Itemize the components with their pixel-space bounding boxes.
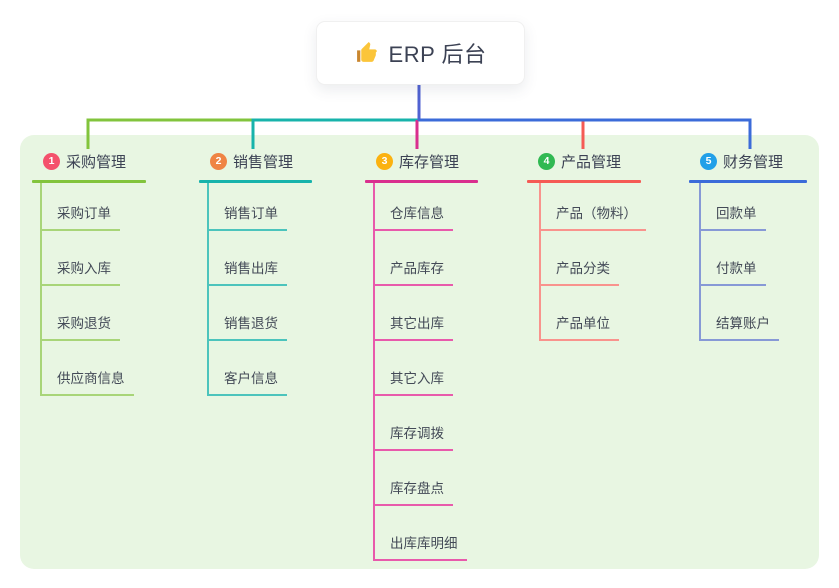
branch-number-badge: 1 bbox=[43, 152, 60, 170]
branch-number-badge: 5 bbox=[700, 152, 717, 170]
branch-label: 采购管理 bbox=[66, 153, 127, 171]
branch-node-4[interactable]: 4 产品管理 bbox=[538, 150, 621, 172]
branch-child-spine bbox=[373, 183, 375, 560]
branch-underline bbox=[199, 180, 312, 183]
branches-panel bbox=[20, 135, 819, 569]
root-title: ERP 后台 bbox=[388, 42, 487, 67]
branch-node-3[interactable]: 3 库存管理 bbox=[376, 150, 459, 172]
child-node[interactable]: 产品库存 bbox=[373, 257, 453, 286]
child-node[interactable]: 销售订单 bbox=[207, 202, 287, 231]
branch-node-1[interactable]: 1 采购管理 bbox=[43, 150, 126, 172]
branch-underline bbox=[527, 180, 641, 183]
child-node[interactable]: 销售出库 bbox=[207, 257, 287, 286]
child-node[interactable]: 采购退货 bbox=[40, 312, 120, 341]
branch-node-5[interactable]: 5 财务管理 bbox=[700, 150, 783, 172]
child-node[interactable]: 其它入库 bbox=[373, 367, 453, 396]
branch-child-spine bbox=[207, 183, 209, 395]
branch-child-spine bbox=[539, 183, 541, 340]
child-node[interactable]: 供应商信息 bbox=[40, 367, 134, 396]
child-node[interactable]: 付款单 bbox=[699, 257, 766, 286]
branch-label: 库存管理 bbox=[399, 153, 460, 171]
branch-underline bbox=[689, 180, 807, 183]
child-node[interactable]: 客户信息 bbox=[207, 367, 287, 396]
child-node[interactable]: 库存盘点 bbox=[373, 477, 453, 506]
child-node[interactable]: 产品分类 bbox=[539, 257, 619, 286]
child-node[interactable]: 库存调拨 bbox=[373, 422, 453, 451]
child-node[interactable]: 采购订单 bbox=[40, 202, 120, 231]
branch-underline bbox=[365, 180, 478, 183]
branch-underline bbox=[32, 180, 146, 183]
branch-node-2[interactable]: 2 销售管理 bbox=[210, 150, 293, 172]
root-node[interactable]: ERP 后台 bbox=[316, 21, 525, 85]
child-node[interactable]: 仓库信息 bbox=[373, 202, 453, 231]
child-node[interactable]: 其它出库 bbox=[373, 312, 453, 341]
thumbs-up-icon bbox=[356, 41, 377, 62]
child-node[interactable]: 回款单 bbox=[699, 202, 766, 231]
branch-label: 财务管理 bbox=[723, 153, 784, 171]
child-node[interactable]: 出库库明细 bbox=[373, 532, 467, 561]
child-node[interactable]: 销售退货 bbox=[207, 312, 287, 341]
branch-number-badge: 3 bbox=[376, 152, 393, 170]
branch-number-badge: 2 bbox=[210, 152, 227, 170]
child-node[interactable]: 产品单位 bbox=[539, 312, 619, 341]
branch-number-badge: 4 bbox=[538, 152, 555, 170]
branch-child-spine bbox=[699, 183, 701, 340]
branch-child-spine bbox=[40, 183, 42, 395]
child-node[interactable]: 结算账户 bbox=[699, 312, 779, 341]
branch-label: 销售管理 bbox=[233, 153, 294, 171]
child-node[interactable]: 产品（物料） bbox=[539, 202, 646, 231]
child-node[interactable]: 采购入库 bbox=[40, 257, 120, 286]
branch-label: 产品管理 bbox=[561, 153, 622, 171]
